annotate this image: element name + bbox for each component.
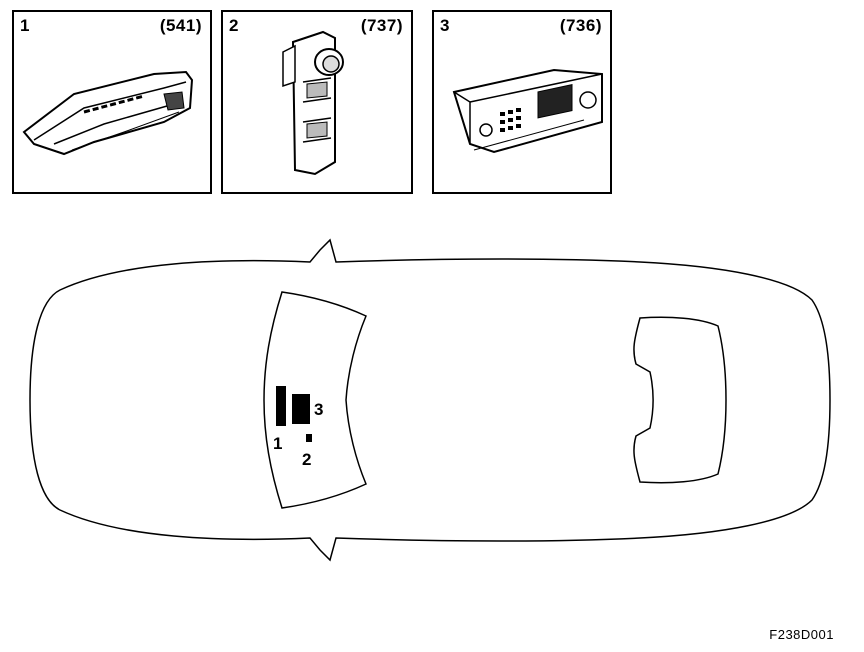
car-marker-label-1: 1 [273, 434, 283, 453]
panel-part-code: (541) [159, 16, 202, 35]
dashboard-area [263, 291, 367, 509]
component-panel-1: 1 (541) [12, 10, 212, 194]
component-illustration-2 [282, 30, 344, 176]
panel-part-code: (736) [559, 16, 602, 35]
component-panel-2: 2 (737) [221, 10, 413, 194]
car-body-outline [29, 238, 831, 562]
component-illustration-3 [452, 68, 603, 154]
rear-window [633, 316, 727, 484]
car-marker-label-3: 3 [314, 400, 324, 419]
figure-code: F238D001 [769, 627, 834, 642]
component-illustration-1 [22, 70, 194, 156]
component-marker-3 [292, 394, 310, 424]
component-panel-3: 3 (736) [432, 10, 612, 194]
car-marker-label-2: 2 [302, 450, 312, 469]
panel-number: 2 [229, 16, 239, 35]
component-marker-2 [306, 434, 312, 442]
panel-part-code: (737) [360, 16, 403, 35]
component-marker-1 [276, 386, 286, 426]
panel-number: 3 [440, 16, 450, 35]
panel-number: 1 [20, 16, 30, 35]
